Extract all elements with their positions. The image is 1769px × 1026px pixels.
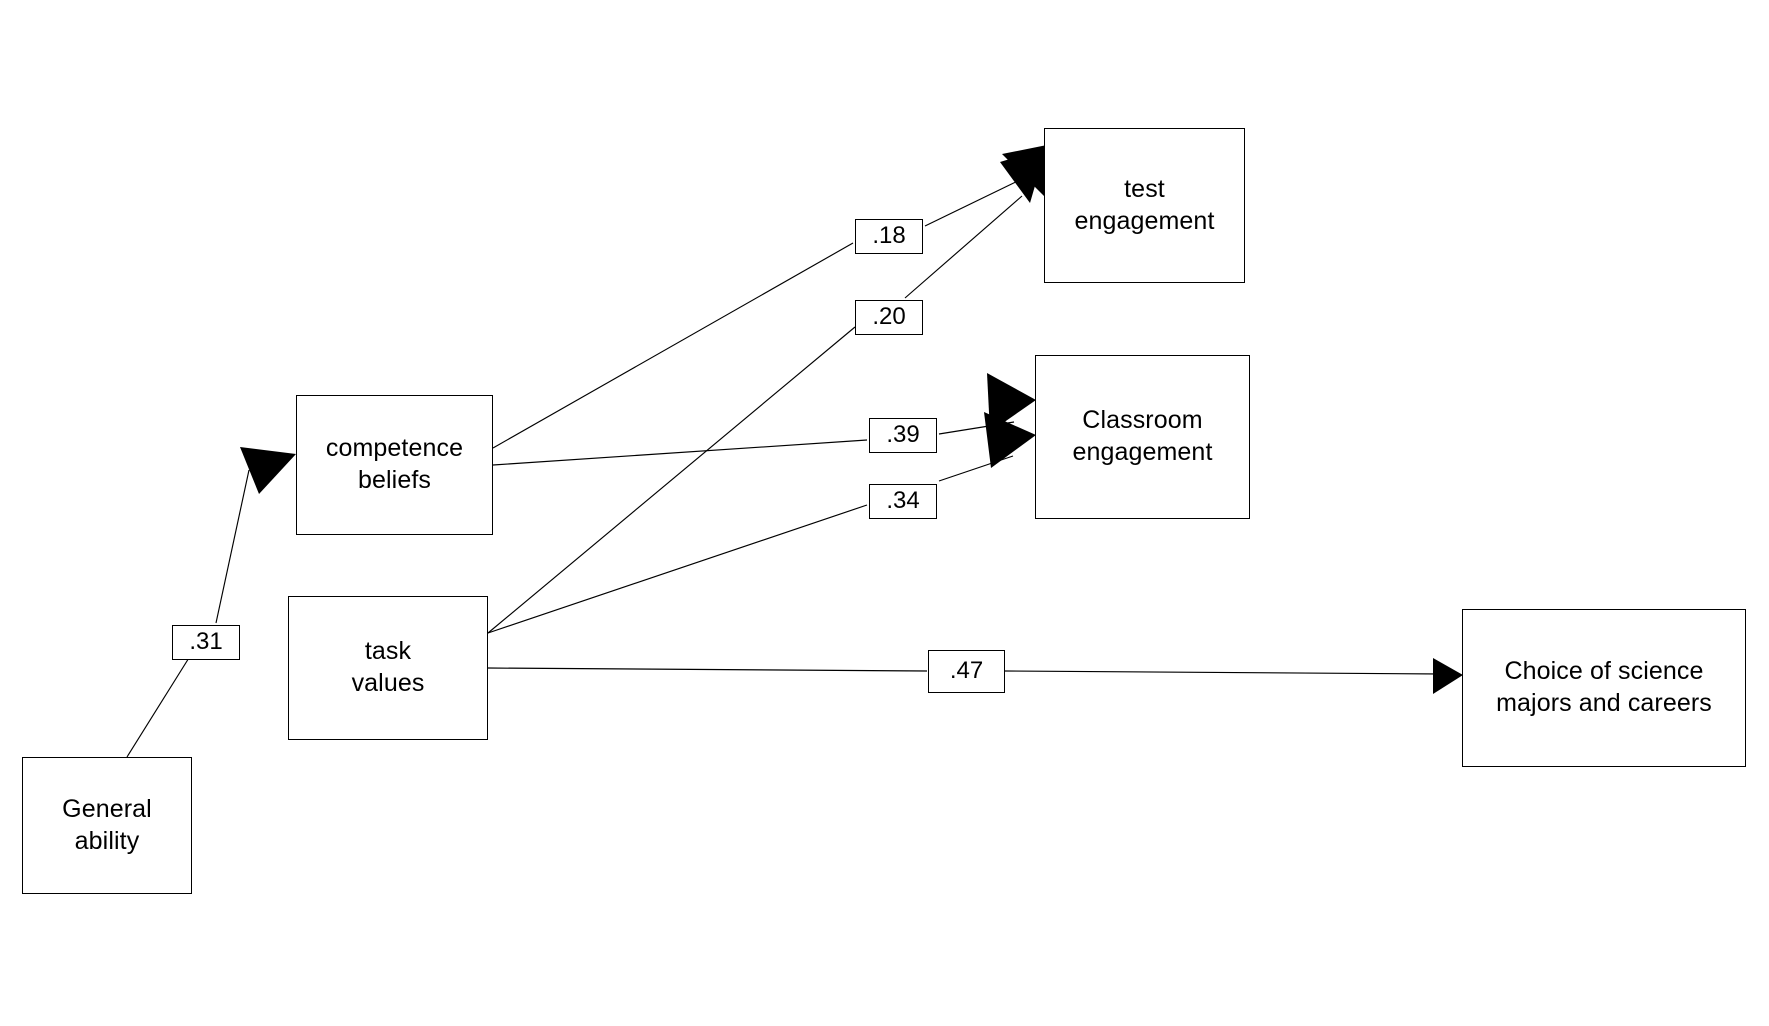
edge-label-task-values-to-test-engagement[interactable]: .20 bbox=[855, 300, 923, 335]
edge-line-task-values-to-classroom-engagement bbox=[487, 504, 868, 634]
arrowhead-into-test-engagement-from-task-values bbox=[1000, 148, 1046, 203]
node-classroom-engagement[interactable]: Classroom engagement bbox=[1035, 355, 1250, 519]
node-general-ability[interactable]: General ability bbox=[22, 757, 192, 894]
arrowhead-into-test-engagement-from-competence bbox=[1002, 145, 1047, 199]
edge-label-competence-beliefs-to-test-engagement[interactable]: .18 bbox=[855, 219, 923, 254]
edge-label-task-values-to-classroom-engagement[interactable]: .34 bbox=[869, 484, 937, 519]
arrowhead-into-classroom-engagement-from-competence bbox=[987, 373, 1036, 432]
node-choice-of-science[interactable]: Choice of science majors and careers bbox=[1462, 609, 1746, 767]
arrowhead-into-classroom-engagement-from-task-values bbox=[984, 412, 1036, 468]
edge-label-task-values-to-choice-of-science[interactable]: .47 bbox=[928, 650, 1005, 693]
edge-line-general-ability-to-competence-beliefs-b bbox=[215, 469, 250, 624]
edge-line-competence-beliefs-to-test-engagement-b bbox=[924, 177, 1025, 227]
arrowhead-into-choice-of-science bbox=[1433, 658, 1463, 694]
edge-line-competence-beliefs-to-classroom-engagement-b bbox=[938, 421, 1015, 435]
edge-label-general-ability-to-competence-beliefs[interactable]: .31 bbox=[172, 625, 240, 660]
node-competence-beliefs[interactable]: competence beliefs bbox=[296, 395, 493, 535]
edge-line-general-ability-to-competence-beliefs bbox=[126, 644, 198, 758]
edge-line-task-values-to-test-engagement bbox=[487, 326, 856, 634]
edge-line-competence-beliefs-to-test-engagement bbox=[492, 242, 854, 449]
edge-line-task-values-to-choice-of-science-b bbox=[1004, 670, 1443, 675]
arrowhead-into-competence-beliefs bbox=[240, 447, 296, 494]
edge-line-competence-beliefs-to-classroom-engagement bbox=[492, 439, 868, 466]
edge-label-competence-beliefs-to-classroom-engagement[interactable]: .39 bbox=[869, 418, 937, 453]
node-task-values[interactable]: task values bbox=[288, 596, 488, 740]
edge-line-task-values-to-choice-of-science bbox=[487, 667, 928, 672]
edge-line-task-values-to-classroom-engagement-b bbox=[938, 455, 1014, 482]
node-test-engagement[interactable]: test engagement bbox=[1044, 128, 1245, 283]
